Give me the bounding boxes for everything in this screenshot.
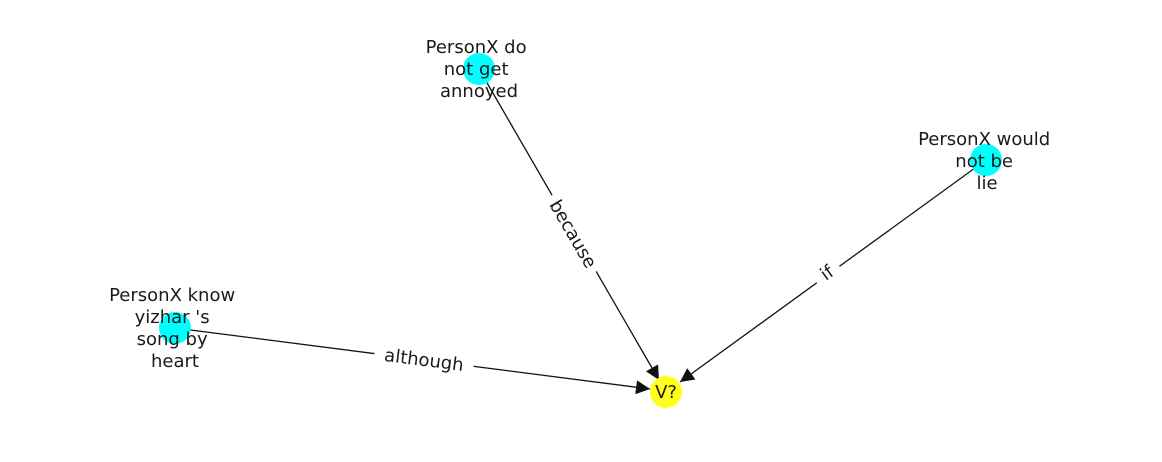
node-label-line: heart [151, 351, 199, 372]
node-label-line: annoyed [440, 81, 518, 102]
node-label-line: PersonX do [426, 37, 527, 58]
edge-label-halo [539, 189, 607, 279]
node-label-know: PersonX know yizhar 's song by heart [109, 285, 241, 372]
node-label-line: not be [955, 151, 1013, 172]
node-label-line: lie [976, 173, 997, 194]
edge-label-halo [808, 254, 846, 292]
node-label-target: V? [655, 382, 677, 403]
edge-label-because: because [539, 189, 607, 279]
node-label-line: PersonX would [918, 129, 1050, 150]
edge-label-although: although [372, 340, 476, 380]
node-label-annoyed: PersonX do not get annoyed [426, 37, 533, 102]
node-label-line: song by [137, 329, 208, 350]
node-label-line: not get [444, 59, 509, 80]
node-label-lie: PersonX would not be lie [918, 129, 1056, 194]
node-know [159, 312, 191, 344]
node-lie [970, 144, 1002, 176]
node-target [650, 376, 682, 408]
node-annoyed [463, 53, 495, 85]
node-label-line: PersonX know [109, 285, 235, 306]
edge-label-if: if [808, 254, 846, 292]
node-label-line: V? [655, 382, 677, 403]
node-label-line: yizhar 's [135, 307, 210, 328]
edge-label-halo [372, 340, 476, 380]
